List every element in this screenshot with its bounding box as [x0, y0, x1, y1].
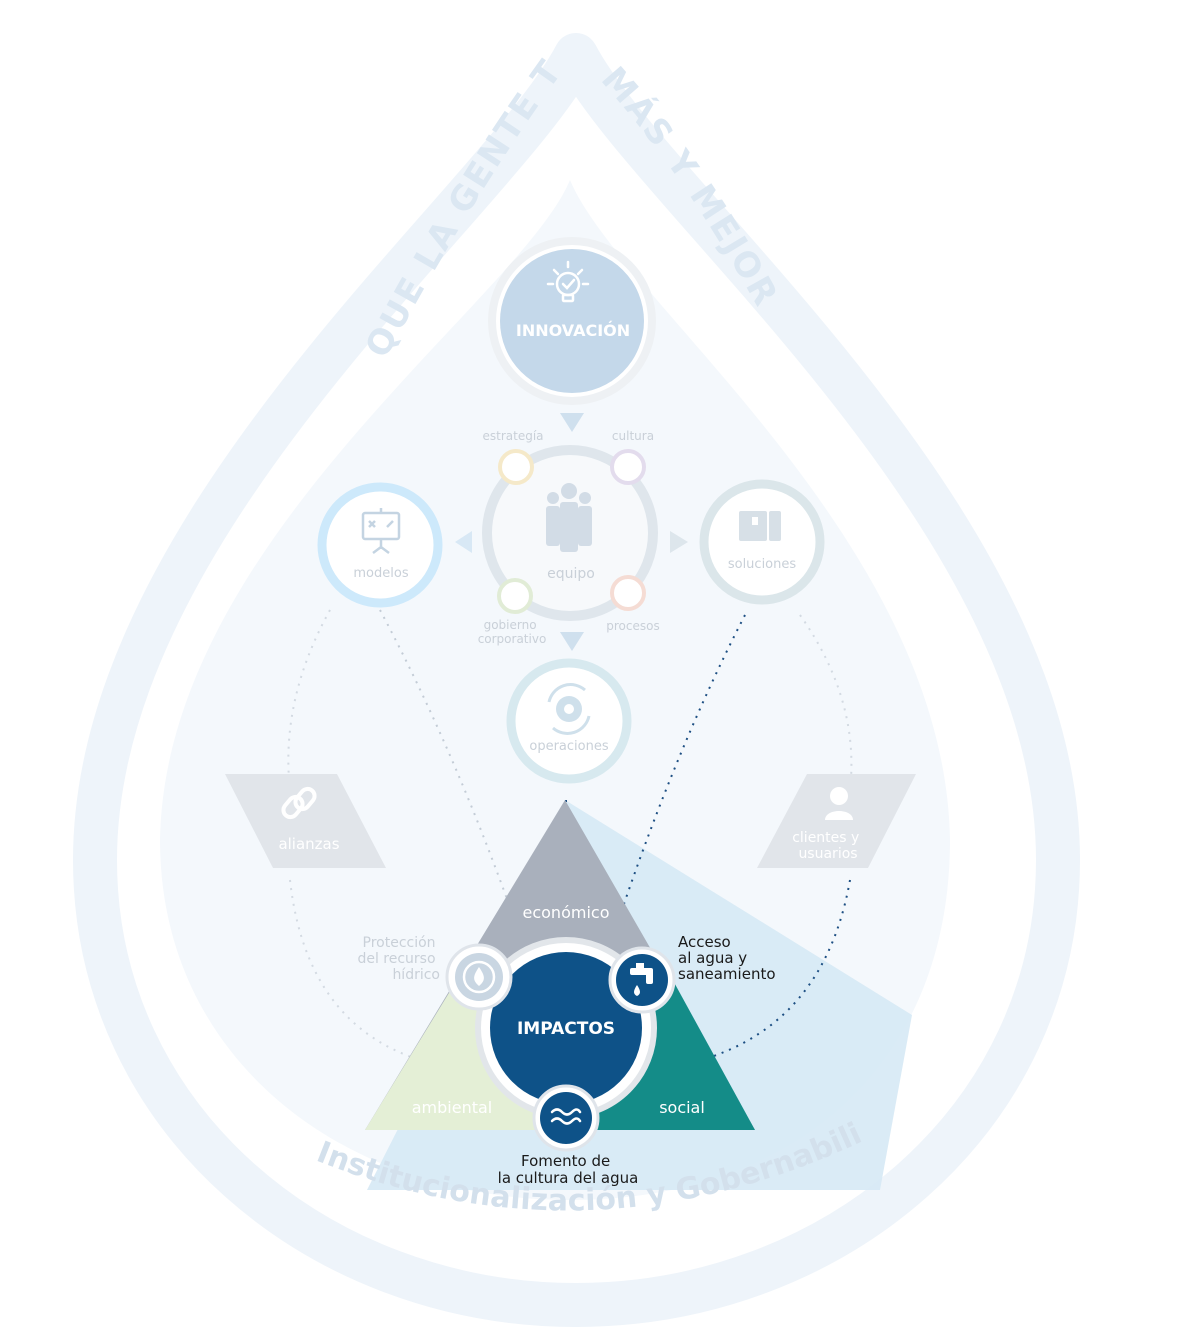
connector-models-impacts	[379, 609, 525, 950]
presentation-board-icon	[361, 508, 401, 554]
operations-label: operaciones	[529, 739, 608, 754]
satellite-label-governance: gobierno corporativo	[478, 618, 547, 646]
water-cycle-icon	[462, 960, 496, 994]
satellite-processes[interactable]	[610, 575, 646, 611]
innovation-label: INNOVACIÓN	[516, 321, 630, 340]
water-drop-outline	[73, 33, 1080, 1327]
access-node[interactable]	[608, 946, 676, 1014]
connector-alliances-impacts	[289, 879, 485, 1072]
arrow-team-to-solutions	[670, 531, 688, 553]
protection-label: Protección del recurso hídrico	[357, 935, 440, 983]
triangle-label-environmental: ambiental	[412, 1098, 493, 1117]
box-icon	[739, 511, 781, 541]
arrow-innovation-to-team	[560, 413, 584, 432]
triangle-label-social: social	[659, 1098, 705, 1117]
alliances-shape[interactable]	[225, 774, 386, 868]
impacts-label: IMPACTOS	[517, 1019, 615, 1039]
clients-shape[interactable]	[757, 774, 916, 868]
chain-link-icon	[281, 786, 317, 820]
satellite-governance[interactable]	[497, 578, 533, 614]
water-tap-icon	[630, 963, 653, 996]
culture-node[interactable]	[532, 1084, 600, 1152]
alliances-label: alianzas	[278, 835, 339, 853]
models-label: modelos	[353, 566, 408, 581]
connector-models-alliances	[287, 609, 331, 791]
satellite-label-culture: cultura	[612, 429, 654, 443]
person-icon	[825, 787, 853, 820]
satellite-strategy[interactable]	[498, 449, 534, 485]
team-label: equipo	[547, 566, 595, 582]
impacts-circle[interactable]	[490, 952, 642, 1104]
access-label: Acceso al agua y saneamiento	[678, 933, 776, 983]
innovation-circle[interactable]	[500, 249, 644, 393]
satellite-label-strategy: estrategía	[482, 429, 543, 443]
people-group-icon	[546, 483, 592, 552]
arrow-team-to-models	[455, 531, 472, 553]
arrow-team-to-operations	[560, 632, 584, 651]
lightbulb-check-icon	[546, 260, 590, 303]
connector-solutions-clients	[799, 614, 853, 791]
solutions-circle[interactable]	[699, 479, 825, 605]
satellite-label-processes: procesos	[606, 619, 659, 633]
satellite-culture[interactable]	[610, 449, 646, 485]
triangle-label-economic: económico	[523, 903, 610, 922]
solutions-label: soluciones	[728, 557, 797, 572]
gear-cycle-icon	[547, 683, 591, 735]
clients-label: clientes y usuarios	[792, 830, 864, 862]
culture-label: Fomento de la cultura del agua	[498, 1152, 639, 1187]
waves-icon	[550, 1108, 582, 1125]
protection-node[interactable]	[445, 943, 513, 1011]
